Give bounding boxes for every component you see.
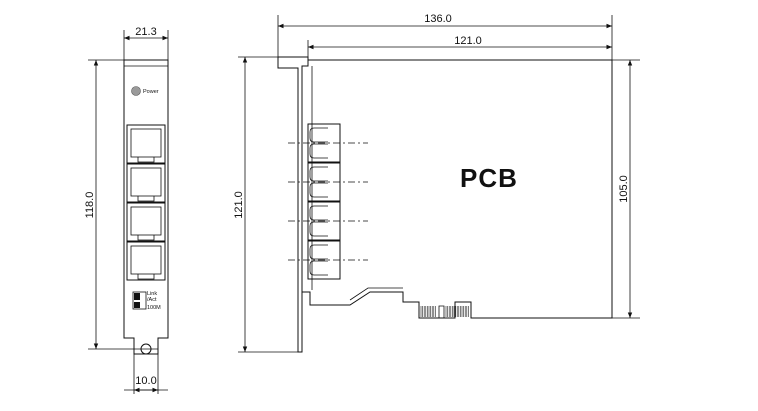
card-side-view: PCB 136.0 121.0 121.0 105.0 (233, 13, 640, 353)
link-act-led-icon (134, 293, 140, 300)
tab-width-label: 10.0 (135, 375, 156, 387)
pcb-outline (302, 59, 613, 319)
bracket-height-label: 118.0 (84, 192, 96, 219)
speed-led-icon (134, 302, 140, 308)
rj45-port (126, 163, 166, 203)
rj45-port (126, 241, 166, 281)
bracket-height-label: 121.0 (233, 191, 245, 219)
connector-notch (438, 305, 445, 318)
led-label-act: /Act (147, 297, 157, 303)
led-label-link: Link (147, 291, 157, 297)
rj45-port (126, 202, 166, 242)
rj45-port (126, 124, 166, 164)
power-label: Power (143, 89, 159, 95)
bracket-side-profile (277, 56, 309, 353)
pcb-height-label: 105.0 (618, 175, 630, 203)
bracket-width-label: 21.3 (135, 26, 156, 38)
pcb-label: PCB (460, 163, 518, 193)
rj45-side-profiles (307, 123, 341, 280)
pcie-gold-fingers (420, 306, 469, 317)
pcb-length-label: 121.0 (454, 35, 482, 47)
led-label-100m: 100M (147, 305, 161, 311)
rj45-ports (126, 124, 166, 281)
power-led-icon (131, 86, 141, 96)
bracket-front-view: Power (84, 26, 169, 394)
overall-length-label: 136.0 (424, 13, 452, 25)
